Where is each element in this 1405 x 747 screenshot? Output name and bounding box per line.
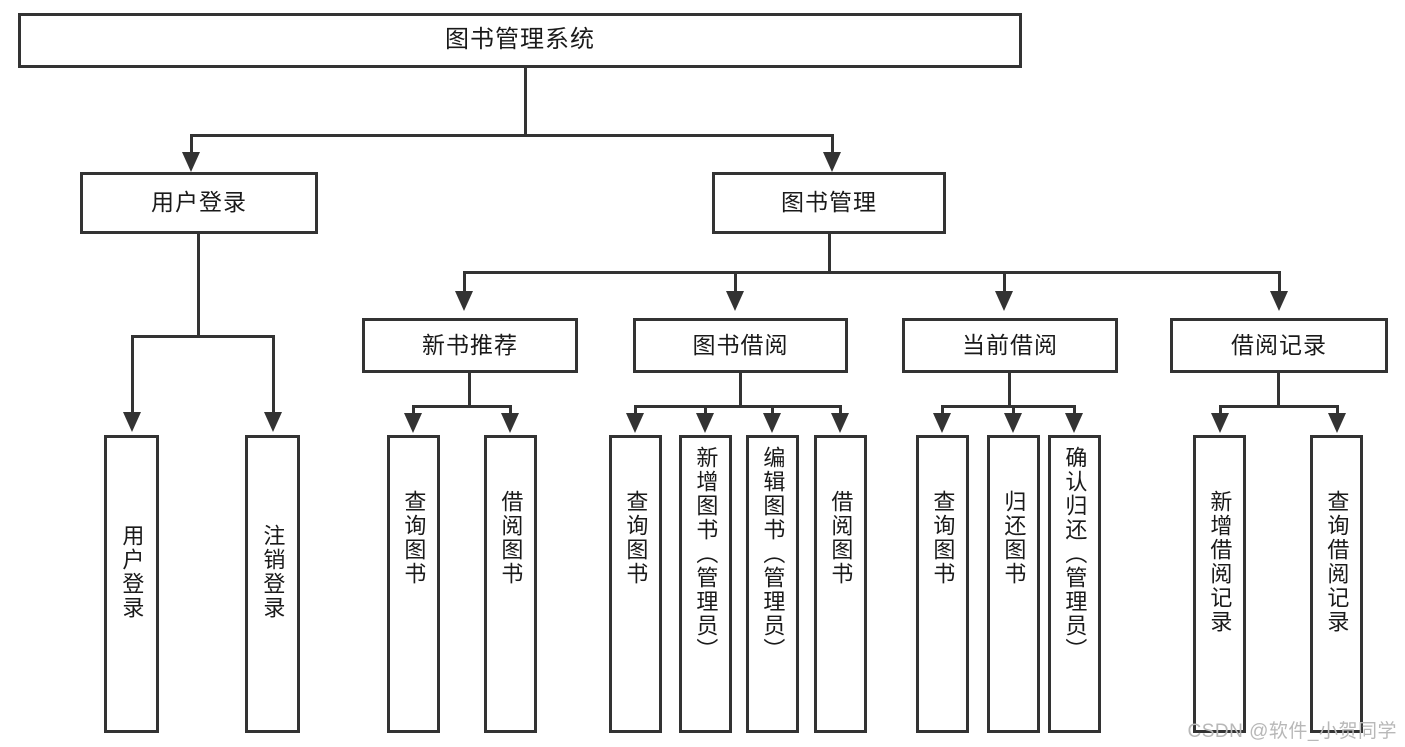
leaf-bb-edit-book[interactable]: 编辑图书（管理员） — [746, 435, 799, 733]
leaf-label: 借阅图书 — [498, 490, 524, 586]
connector-book-borrow-stem — [739, 373, 742, 405]
connector-root-bus — [190, 134, 834, 137]
node-label: 当前借阅 — [962, 331, 1058, 358]
leaf-bb-add-book[interactable]: 新增图书（管理员） — [679, 435, 732, 733]
connector-user-login-drop-1 — [131, 335, 134, 413]
leaf-label: 新增借阅记录 — [1207, 490, 1233, 634]
connector-br-drop-1 — [1219, 405, 1222, 415]
node-label: 借阅记录 — [1231, 331, 1327, 358]
connector-book-mgmt-drop-3 — [1003, 271, 1006, 293]
arrowhead-leaf-logout — [264, 412, 282, 432]
connector-book-mgmt-drop-2 — [734, 271, 737, 293]
arrowhead-cb-confirm-return — [1065, 413, 1083, 433]
arrowhead-nb-borrow-book — [501, 413, 519, 433]
leaf-nb-borrow-book[interactable]: 借阅图书 — [484, 435, 537, 733]
arrowhead-book-borrow — [726, 291, 744, 311]
connector-cb-drop-2 — [1012, 405, 1015, 415]
node-user-login[interactable]: 用户登录 — [80, 172, 318, 234]
arrowhead-leaf-user-login — [123, 412, 141, 432]
leaf-cb-confirm-return[interactable]: 确认归还（管理员） — [1048, 435, 1101, 733]
leaf-logout[interactable]: 注销登录 — [245, 435, 300, 733]
arrowhead-borrow-record — [1270, 291, 1288, 311]
connector-book-mgmt-drop-1 — [463, 271, 466, 293]
leaf-bb-query-book[interactable]: 查询图书 — [609, 435, 662, 733]
arrowhead-br-add-record — [1211, 413, 1229, 433]
arrowhead-bb-add-book — [696, 413, 714, 433]
node-book-borrow[interactable]: 图书借阅 — [633, 318, 848, 373]
node-book-management[interactable]: 图书管理 — [712, 172, 946, 234]
node-borrow-record[interactable]: 借阅记录 — [1170, 318, 1388, 373]
leaf-label: 编辑图书（管理员） — [760, 446, 786, 662]
leaf-label: 用户登录 — [119, 524, 145, 620]
node-label: 图书管理 — [781, 189, 877, 216]
connector-new-book-bus — [412, 405, 512, 408]
connector-user-login-drop-2 — [272, 335, 275, 413]
leaf-br-add-record[interactable]: 新增借阅记录 — [1193, 435, 1246, 733]
connector-root-to-book-mgmt — [831, 134, 834, 154]
connector-new-book-drop-2 — [509, 405, 512, 415]
connector-user-login-stem — [197, 234, 200, 335]
leaf-cb-return-book[interactable]: 归还图书 — [987, 435, 1040, 733]
connector-new-book-stem — [468, 373, 471, 405]
node-new-book-recommend[interactable]: 新书推荐 — [362, 318, 578, 373]
connector-root-to-user-login — [190, 134, 193, 154]
leaf-label: 查询图书 — [930, 490, 956, 586]
connector-bb-drop-4 — [839, 405, 842, 415]
arrowhead-user-login — [182, 152, 200, 172]
leaf-label: 查询图书 — [401, 490, 427, 586]
connector-book-borrow-bus — [634, 405, 842, 408]
connector-cb-drop-1 — [941, 405, 944, 415]
leaf-label: 确认归还（管理员） — [1062, 446, 1088, 662]
connector-borrow-record-bus — [1219, 405, 1339, 408]
leaf-label: 归还图书 — [1001, 490, 1027, 586]
arrowhead-new-book — [455, 291, 473, 311]
arrowhead-br-query-record — [1328, 413, 1346, 433]
connector-current-borrow-stem — [1008, 373, 1011, 405]
arrowhead-bb-borrow-book — [831, 413, 849, 433]
node-label: 图书管理系统 — [445, 26, 595, 54]
arrowhead-bb-edit-book — [763, 413, 781, 433]
leaf-bb-borrow-book[interactable]: 借阅图书 — [814, 435, 867, 733]
node-label: 新书推荐 — [422, 331, 518, 358]
leaf-label: 新增图书（管理员） — [693, 446, 719, 662]
node-label: 图书借阅 — [692, 331, 789, 358]
connector-user-login-bus — [131, 335, 275, 338]
connector-bb-drop-3 — [771, 405, 774, 415]
leaf-label: 注销登录 — [260, 524, 286, 620]
connector-root-stem — [524, 68, 527, 134]
csdn-watermark: CSDN @软件_小贺同学 — [1187, 721, 1397, 742]
arrowhead-cb-return-book — [1004, 413, 1022, 433]
leaf-label: 查询图书 — [623, 490, 649, 586]
arrowhead-cb-query-book — [933, 413, 951, 433]
connector-bb-drop-1 — [634, 405, 637, 415]
connector-book-mgmt-drop-4 — [1278, 271, 1281, 293]
leaf-user-login[interactable]: 用户登录 — [104, 435, 159, 733]
connector-borrow-record-stem — [1277, 373, 1280, 405]
leaf-label: 查询借阅记录 — [1324, 490, 1350, 634]
leaf-label: 借阅图书 — [828, 490, 854, 586]
connector-bb-drop-2 — [704, 405, 707, 415]
node-current-borrow[interactable]: 当前借阅 — [902, 318, 1118, 373]
arrowhead-bb-query-book — [626, 413, 644, 433]
connector-current-borrow-bus — [941, 405, 1076, 408]
arrowhead-nb-query-book — [404, 413, 422, 433]
connector-book-mgmt-stem — [828, 233, 831, 271]
connector-br-drop-2 — [1336, 405, 1339, 415]
leaf-cb-query-book[interactable]: 查询图书 — [916, 435, 969, 733]
arrowhead-current-borrow — [995, 291, 1013, 311]
arrowhead-book-mgmt — [823, 152, 841, 172]
node-root-system[interactable]: 图书管理系统 — [18, 13, 1022, 68]
leaf-nb-query-book[interactable]: 查询图书 — [387, 435, 440, 733]
connector-new-book-drop-1 — [412, 405, 415, 415]
connector-cb-drop-3 — [1073, 405, 1076, 415]
leaf-br-query-record[interactable]: 查询借阅记录 — [1310, 435, 1363, 733]
node-label: 用户登录 — [151, 189, 247, 216]
connector-book-mgmt-bus — [463, 271, 1281, 274]
